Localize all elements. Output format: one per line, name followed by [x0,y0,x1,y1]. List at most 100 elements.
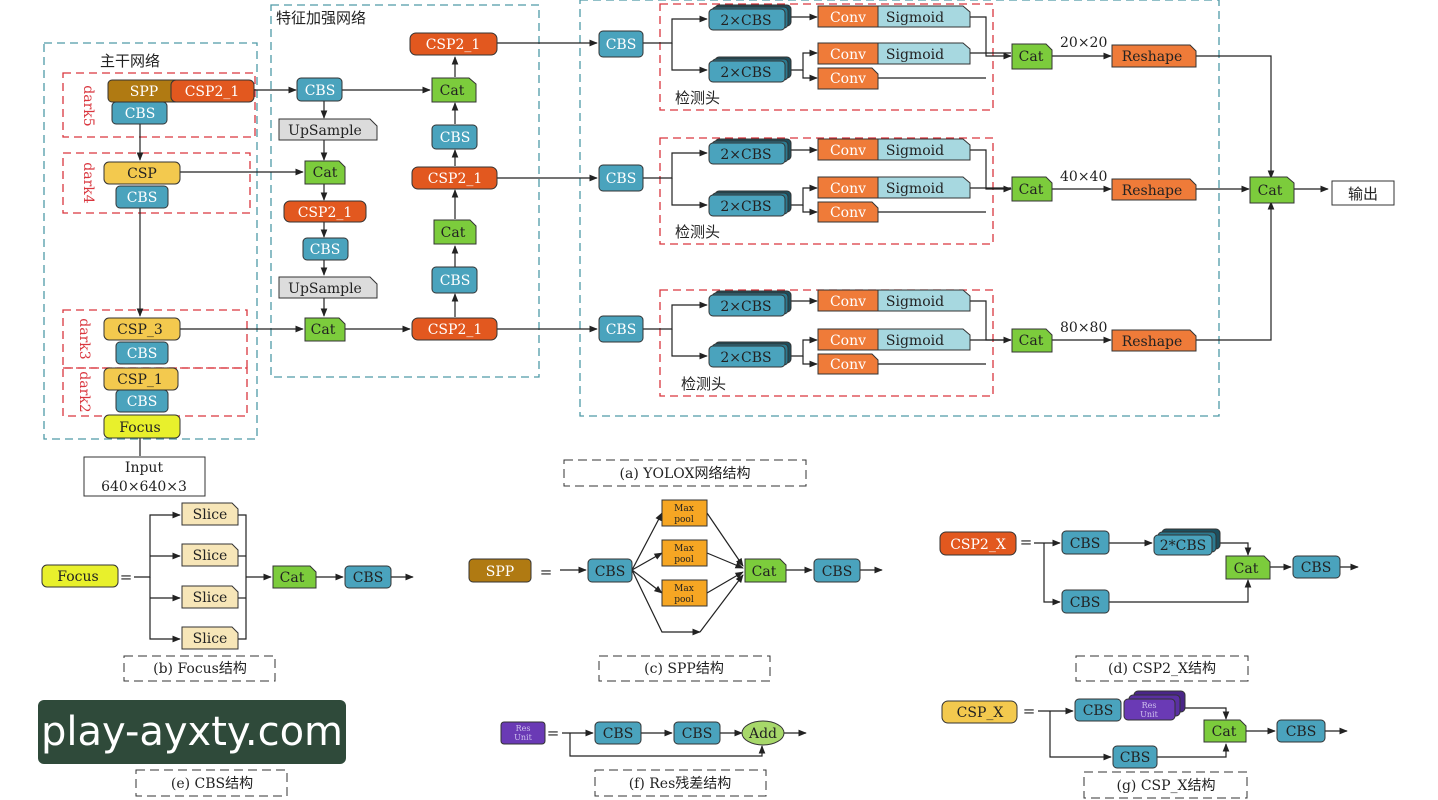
watermark: play-ayxty.com [38,700,346,764]
res-label: Res [1142,701,1157,710]
caption-a: (a) YOLOX网络结构 [620,466,751,482]
block-label: CBS [606,322,637,338]
block-label: UpSample [288,281,362,297]
block-label: Cat [440,83,465,99]
block-label: CSP2_1 [298,205,353,221]
block-input: Input 640×640×3 [83,456,206,497]
equals-sign: = [547,724,560,742]
neck-csp2-1-a: CSP2_1 [283,200,367,223]
block-label: Reshape [1122,183,1183,199]
dark5-region [62,72,256,138]
block-label: Cat [313,165,338,181]
csp2x-structure: CSP2_X = CBS 2*CBS CBS Cat CBS [939,528,1359,614]
neck-cbs-top: CBS [296,77,343,102]
block-label: Cat [1019,49,1044,65]
res-label: Res [516,724,531,733]
block-label: Sigmoid [886,143,944,159]
maxpool-label: pool [674,515,694,525]
output-label: 输出 [1348,185,1378,203]
neck-upsample-2: UpSample [278,276,378,299]
block-label: Cat [1234,561,1259,577]
block-label: Conv [830,333,866,349]
block-label: CBS [1301,560,1332,576]
input-label-1: Input [125,460,164,476]
block-label: Conv [830,294,866,310]
block-cbs-dark3: CBS [115,341,169,365]
block-label: 2×CBS [720,199,771,215]
block-label: Conv [830,205,866,221]
block-label: Sigmoid [886,10,944,26]
block-label: 2×CBS [720,13,771,29]
block-label: Conv [830,181,866,197]
neck-cbs-mid: CBS [302,237,349,261]
block-label: 2*CBS [1160,538,1207,554]
block-focus: Focus [103,414,181,439]
block-label: Conv [830,71,866,87]
block-label: CSP [127,166,157,182]
head-final-cat: Cat [1249,176,1295,204]
backbone-title: 主干网络 [100,52,160,70]
block-label: CBS [440,273,471,289]
block-label: Sigmoid [886,181,944,197]
neck-cat-2: Cat [304,317,346,342]
block-label: CSP_X [957,705,1004,721]
block-label: Conv [830,47,866,63]
block-label: Slice [193,548,228,564]
block-label: Cat [1212,724,1237,740]
block-label: Focus [119,420,160,436]
maxpool-label: Max [674,544,694,554]
neck-region [270,4,540,378]
block-label: Conv [830,10,866,26]
pan-cat-2: Cat [431,77,477,103]
equals-sign: = [1023,702,1036,720]
backbone-region [43,42,258,440]
block-label: Cat [280,570,305,586]
block-label: CBS [595,564,626,580]
block-cbs-dark4: CBS [115,185,169,209]
head-2-region [659,137,994,245]
stage-label-dark4: dark4 [80,162,96,203]
size-label-80: 80×80 [1060,320,1107,336]
block-csp-dark4: CSP [103,161,181,185]
maxpool-label: pool [674,555,694,565]
pan-csp2-1-bottom: CSP2_1 [411,317,498,341]
block-cbs-dark5: CBS [111,101,168,125]
neck-title: 特征加强网络 [276,9,366,27]
block-label: Cat [1019,333,1044,349]
block-label: 2×CBS [720,350,771,366]
stage-label-dark3: dark3 [76,318,92,359]
block-label: Conv [830,143,866,159]
equals-sign: = [120,568,133,586]
caption-e: (e) CBS结构 [171,776,253,792]
stage-label-dark5: dark5 [80,85,96,126]
pan-cbs-1: CBS [431,266,478,294]
block-label: Reshape [1122,49,1183,65]
block-label: 2×CBS [720,65,771,81]
block-label: CBS [822,564,853,580]
equals-sign: = [540,563,553,581]
caption-d: (d) CSP2_X结构 [1108,661,1216,677]
unit-label: Unit [1140,710,1158,719]
input-label-2: 640×640×3 [101,479,187,495]
block-label: CBS [127,346,158,362]
block-spp: SPP [107,79,181,103]
head-row-2: CBS 2×CBS 2×CBS Conv Sigmoid Conv Sigmoi… [598,138,1197,223]
block-label: SPP [486,564,514,580]
block-label: CBS [310,242,341,258]
head-title-3: 检测头 [681,375,726,393]
pan-cat-1: Cat [433,219,477,245]
block-label: CBS [1083,703,1114,719]
block-label: 2×CBS [720,147,771,163]
block-label: Slice [193,590,228,606]
pan-cbs-2: CBS [431,124,478,150]
neck-upsample-1: UpSample [278,118,378,141]
cspx-structure: CSP_X = CBS Res Unit CBS Cat CBS [941,690,1348,769]
head-row-1: CBS 2×CBS 2×CBS Conv Sigmoid Conv Sigmoi… [598,4,1197,90]
head-row-3: CBS 2×CBS 2×CBS Conv Sigmoid Conv Sigmoi… [598,289,1197,375]
block-label: Cat [441,225,466,241]
block-label: CSP2_1 [428,322,483,338]
pan-csp2-1-top: CSP2_1 [409,32,498,56]
output-box: 输出 [1331,180,1395,206]
